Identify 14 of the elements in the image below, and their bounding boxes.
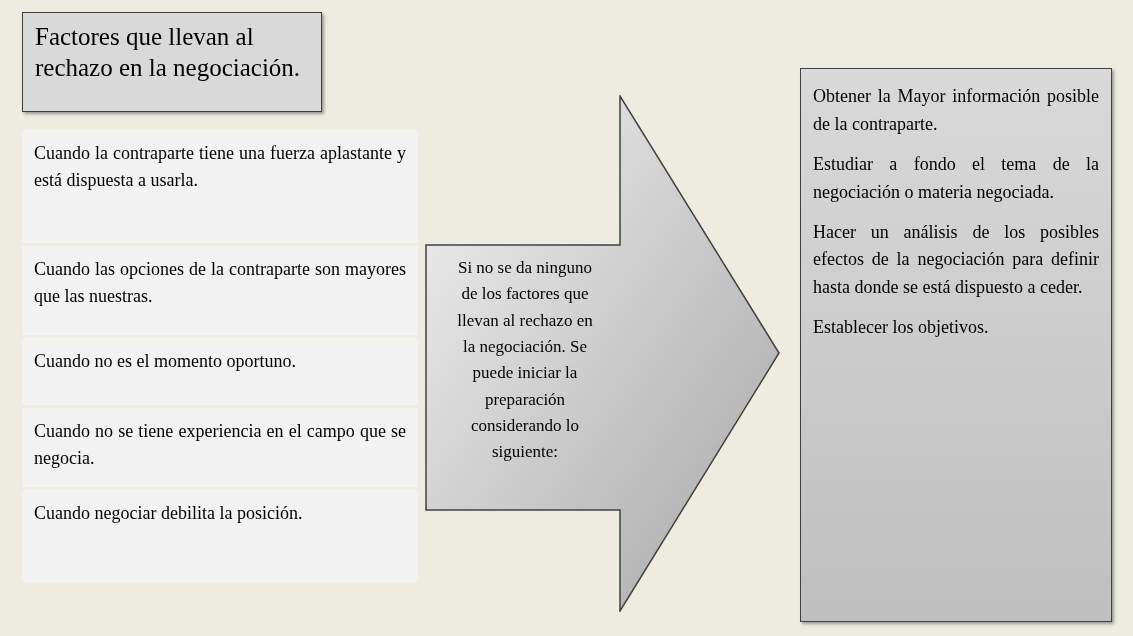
step-text: Estudiar a fondo el tema de la negociación o materia negociada.: [813, 152, 1099, 204]
step-text: Establecer los objetivos.: [813, 316, 990, 340]
steps-box: [800, 68, 1112, 622]
heading-box: [22, 12, 322, 112]
step-text: Hacer un análisis de los posibles efectos de la negociación para definir hasta donde se está dispuesto a ceder.: [813, 220, 1099, 300]
factor-text: Cuando negociar debilita la posición.: [34, 502, 304, 525]
factor-text: Cuando la contraparte tiene una fuerza aplastante y está dispuesta a usarla.: [34, 142, 406, 192]
arrow-text: Si no se da ninguno de los factores que llevan al rechazo en la negociación. Se puede iniciar la preparación considerando lo siguiente:: [456, 257, 594, 464]
heading-text: Factores que llevan al rechazo en la negociación.: [35, 22, 302, 84]
factor-text: Cuando no se tiene experiencia en el campo que se negocia.: [34, 420, 406, 470]
factor-text: Cuando no es el momento oportuno.: [34, 350, 297, 373]
factor-text: Cuando las opciones de la contraparte son mayores que las nuestras.: [34, 258, 406, 308]
arrow-shape: [425, 95, 780, 612]
step-text: Obtener la Mayor información posible de la contraparte.: [813, 85, 1099, 136]
